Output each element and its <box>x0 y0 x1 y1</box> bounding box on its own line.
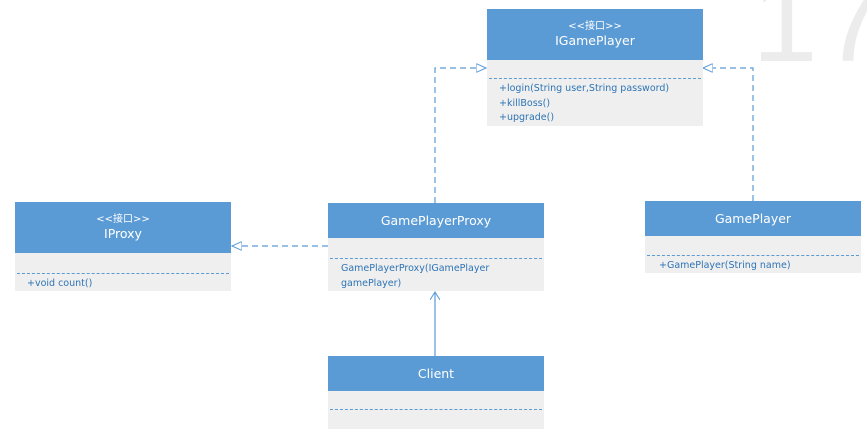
attributes-compartment <box>15 253 231 273</box>
class-name: GamePlayerProxy <box>380 212 492 228</box>
compartment-divider <box>330 409 542 410</box>
class-client-header: Client <box>328 356 544 391</box>
operation-item: gamePlayer) <box>341 277 402 289</box>
stereotype-label: <<接口>> <box>96 213 150 225</box>
operation-item: +login(String user,String password) <box>499 83 670 94</box>
operations-compartment: GamePlayerProxy(IGamePlayer gamePlayer) <box>328 259 544 291</box>
class-client[interactable]: Client <box>328 356 544 429</box>
compartment-divider <box>330 258 542 259</box>
operation-item: GamePlayerProxy(IGamePlayer <box>341 263 490 274</box>
attributes-compartment <box>645 236 861 255</box>
operations-compartment: +GamePlayer(String name) <box>645 256 861 274</box>
operations-compartment: +void count() <box>15 274 231 292</box>
class-name: Client <box>417 365 455 381</box>
watermark-text: 17 <box>752 0 867 87</box>
class-igameplayer[interactable]: <<接口>> IGamePlayer +login(String user,St… <box>487 9 703 126</box>
attributes-compartment <box>487 60 703 78</box>
compartment-divider <box>489 78 701 79</box>
compartment-divider <box>17 273 229 274</box>
operation-item: +void count() <box>27 278 93 289</box>
realization-proxy-to-igameplayer <box>434 68 486 203</box>
attributes-compartment <box>328 391 544 409</box>
class-iproxy[interactable]: <<接口>> IProxy +void count() <box>15 202 231 291</box>
class-gameplayerproxy[interactable]: GamePlayerProxy GamePlayerProxy(IGamePla… <box>328 203 544 291</box>
class-name: IGamePlayer <box>555 32 635 48</box>
class-name: IProxy <box>104 225 142 241</box>
class-gameplayer[interactable]: GamePlayer +GamePlayer(String name) <box>645 201 861 273</box>
class-iproxy-header: <<接口>> IProxy <box>15 202 231 253</box>
attributes-compartment <box>328 238 544 258</box>
operation-item: +upgrade() <box>499 112 555 123</box>
class-gameplayer-header: GamePlayer <box>645 201 861 236</box>
realization-gameplayer-to-igameplayer <box>703 68 754 201</box>
class-gameplayerproxy-header: GamePlayerProxy <box>328 203 544 238</box>
class-igameplayer-header: <<接口>> IGamePlayer <box>487 9 703 60</box>
operation-item: +killBoss() <box>499 97 551 109</box>
class-name: GamePlayer <box>714 210 792 226</box>
operations-compartment: +login(String user,String password) +kil… <box>487 79 703 126</box>
stereotype-label: <<接口>> <box>568 20 622 32</box>
operation-item: +GamePlayer(String name) <box>659 260 791 271</box>
compartment-divider <box>647 255 859 256</box>
